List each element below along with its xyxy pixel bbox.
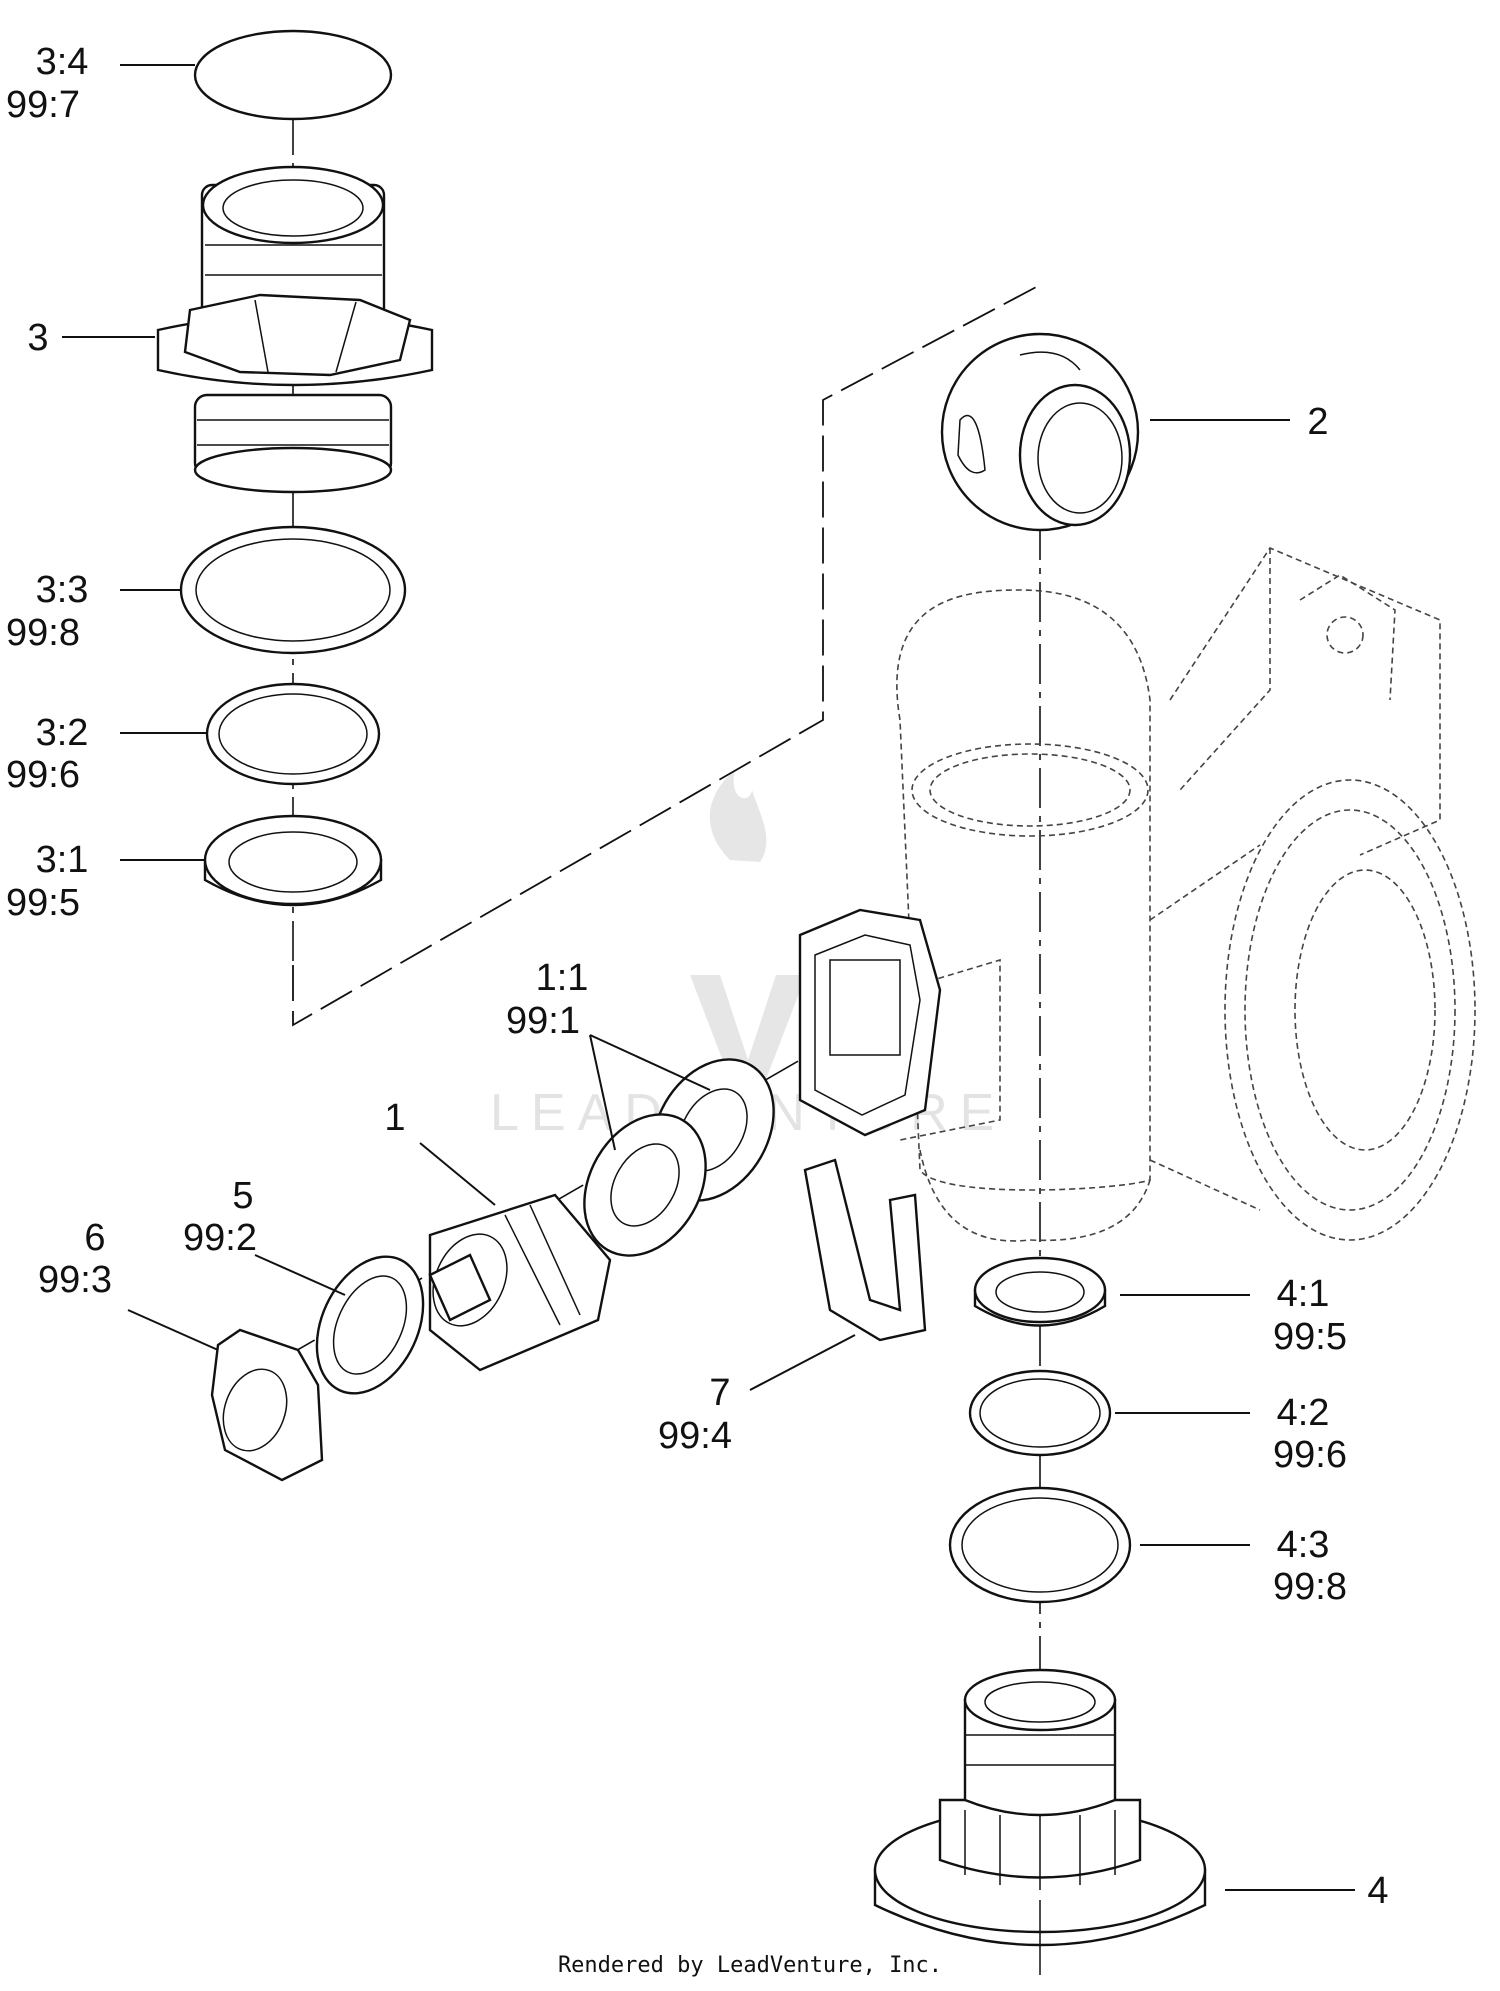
fitting-part-3 (156, 165, 434, 494)
o-ring-3-2 (205, 682, 381, 786)
svg-text:3:4: 3:4 (36, 41, 89, 83)
seal-4-1 (973, 1256, 1107, 1327)
svg-text:3:1: 3:1 (36, 839, 89, 881)
watermark-v-mark (690, 975, 806, 1095)
svg-text:6: 6 (84, 1217, 105, 1259)
callout-5: 5 99:2 (183, 1175, 257, 1259)
callout-3-4: 3:4 99:7 (6, 41, 88, 126)
o-ring-3-3 (179, 525, 407, 655)
svg-text:7: 7 (709, 1372, 730, 1414)
svg-text:4: 4 (1367, 1870, 1388, 1912)
svg-text:4:1: 4:1 (1277, 1273, 1330, 1315)
stem-part-1 (428, 1193, 612, 1372)
svg-text:4:2: 4:2 (1277, 1392, 1330, 1434)
callout-4: 4 (1367, 1870, 1388, 1912)
callout-1-1: 1:1 99:1 (506, 957, 588, 1042)
svg-text:3: 3 (27, 317, 48, 359)
bracket-part-6 (210, 1328, 324, 1482)
flame-icon (709, 770, 767, 862)
svg-text:3:2: 3:2 (36, 712, 89, 754)
callout-6: 6 99:3 (38, 1217, 112, 1301)
callout-3-3: 3:3 99:8 (6, 569, 88, 654)
callout-1: 1 (384, 1097, 405, 1139)
callout-7: 7 99:4 (658, 1372, 732, 1457)
svg-text:99:1: 99:1 (506, 1000, 580, 1042)
svg-text:99:5: 99:5 (6, 882, 80, 924)
svg-text:99:2: 99:2 (183, 1217, 257, 1259)
svg-text:1:1: 1:1 (536, 957, 589, 999)
end-cap-part-4 (873, 1668, 1207, 1975)
ball-part-2 (940, 332, 1140, 532)
svg-text:2: 2 (1307, 401, 1328, 443)
svg-text:99:6: 99:6 (6, 754, 80, 796)
o-ring-4-2 (968, 1369, 1112, 1457)
clip-part-7 (803, 1158, 927, 1342)
svg-text:3:3: 3:3 (36, 569, 89, 611)
svg-text:99:8: 99:8 (1273, 1566, 1347, 1608)
callout-3: 3 (27, 317, 48, 359)
assembly-dash-outline (292, 284, 1041, 1027)
svg-text:99:5: 99:5 (1273, 1316, 1347, 1358)
callout-2: 2 (1307, 401, 1328, 443)
washer-part-5 (315, 1255, 425, 1395)
callout-3-2: 3:2 99:6 (6, 712, 88, 796)
footer-credit: Rendered by LeadVenture, Inc. (558, 1953, 942, 1978)
svg-text:99:7: 99:7 (6, 84, 80, 126)
callout-3-1: 3:1 99:5 (6, 839, 88, 924)
valve-body (896, 547, 1476, 1242)
svg-text:99:6: 99:6 (1273, 1434, 1347, 1476)
svg-text:5: 5 (232, 1175, 253, 1217)
callout-4-1: 4:1 99:5 (1273, 1273, 1347, 1358)
callout-4-3: 4:3 99:8 (1273, 1524, 1347, 1608)
svg-text:99:8: 99:8 (6, 612, 80, 654)
seal-3-1 (203, 814, 383, 907)
svg-text:1: 1 (384, 1097, 405, 1139)
body-coupling (798, 908, 942, 1137)
o-ring-3-4 (193, 29, 393, 121)
o-ring-4-3 (948, 1486, 1132, 1604)
svg-text:4:3: 4:3 (1277, 1524, 1330, 1566)
leader-lines (62, 64, 1355, 1891)
svg-text:99:4: 99:4 (658, 1415, 732, 1457)
svg-text:99:3: 99:3 (38, 1259, 112, 1301)
callout-4-2: 4:2 99:6 (1273, 1392, 1347, 1476)
